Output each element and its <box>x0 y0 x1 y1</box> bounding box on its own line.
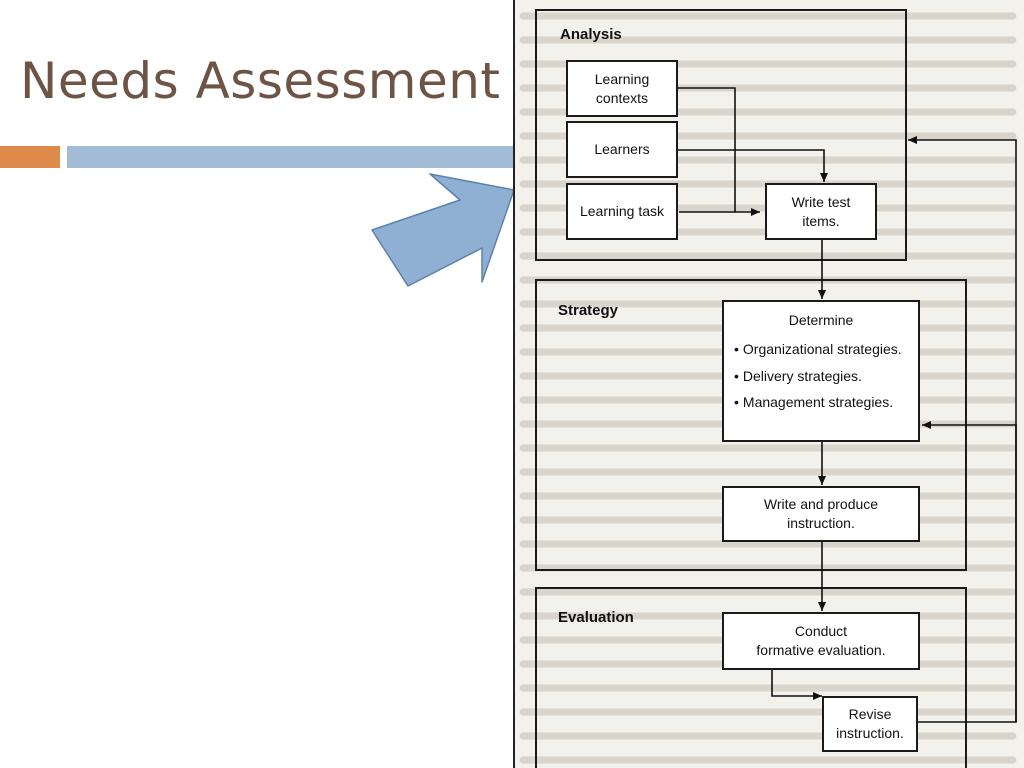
box-write-test-items-line1: Write test <box>791 193 851 210</box>
box-learning-contexts-line1: Learning <box>594 70 650 87</box>
accent-bar-orange <box>0 146 60 168</box>
box-conduct-line2: formative evaluation. <box>756 642 886 658</box>
section-label-evaluation: Evaluation <box>558 609 634 626</box>
strategy-list: Organizational strategies. Delivery stra… <box>724 336 918 416</box>
block-arrow-up-right-icon <box>371 173 515 287</box>
box-revise-line1: Revise <box>848 706 892 722</box>
box-conduct-formative-evaluation: Conduct formative evaluation. <box>722 612 920 670</box>
box-write-and-produce: Write and produce instruction. <box>722 486 920 542</box>
section-label-strategy: Strategy <box>558 302 619 319</box>
box-learning-contexts-line2: contexts <box>595 89 649 106</box>
box-learning-contexts: Learning contexts <box>566 60 678 117</box>
strategy-item-delivery: Delivery strategies. <box>734 363 918 390</box>
box-revise-instruction: Revise instruction. <box>822 696 918 752</box>
box-determine-heading: Determine <box>788 312 854 328</box>
strategy-item-organizational: Organizational strategies. <box>734 336 918 363</box>
box-learning-task-text: Learning task <box>579 203 665 219</box>
box-write-and-produce-line1: Write and produce <box>763 496 879 512</box>
box-conduct-line1: Conduct <box>794 623 848 639</box>
page-title: Needs Assessment <box>20 52 501 110</box>
accent-bar-blue <box>67 146 513 168</box>
box-write-and-produce-line2: instruction. <box>787 515 855 531</box>
strategy-item-management: Management strategies. <box>734 389 918 416</box>
box-learning-task: Learning task <box>566 183 678 240</box>
box-revise-line2: instruction. <box>836 725 904 741</box>
box-learners-text: Learners <box>594 141 650 157</box>
box-write-test-items: Write test items. <box>765 183 877 240</box>
box-learners: Learners <box>566 121 678 178</box>
box-determine-strategies: Determine Organizational strategies. Del… <box>722 300 920 442</box>
section-label-analysis: Analysis <box>560 26 622 43</box>
box-write-test-items-line2: items. <box>802 212 840 229</box>
